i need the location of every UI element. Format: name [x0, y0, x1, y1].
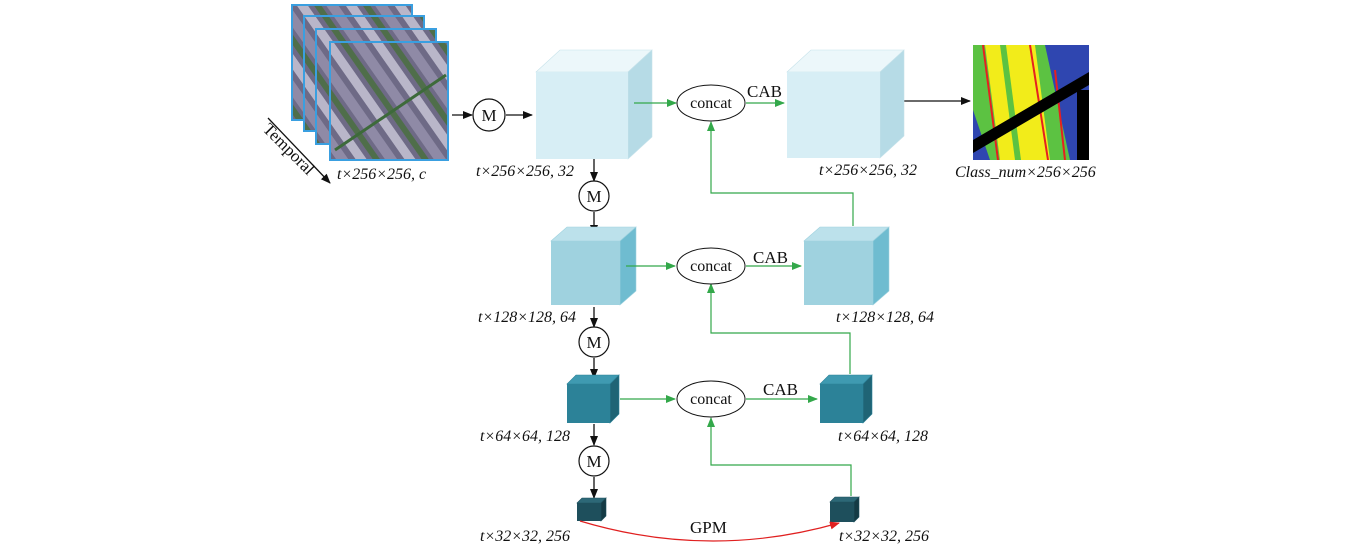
maxpool-op-input: M — [472, 98, 506, 132]
decoder-level1-dims: t×256×256, 32 — [819, 162, 917, 179]
svg-text:M: M — [586, 333, 601, 352]
decoder-cube-level4 — [829, 496, 860, 523]
decoder-cube-level2 — [803, 226, 890, 306]
encoder-level3-dims: t×64×64, 128 — [480, 428, 570, 445]
encoder-cube-level1 — [535, 49, 653, 160]
svg-text:concat: concat — [690, 95, 732, 112]
input-image-stack — [291, 4, 449, 161]
encoder-cube-level4 — [576, 497, 607, 522]
gpm-arrow — [579, 520, 840, 542]
encoder-cube-level3 — [566, 374, 620, 424]
cab-label-level3: CAB — [763, 380, 798, 399]
concat-op-level1: concat — [676, 84, 746, 122]
decoder-cube-level3 — [819, 374, 873, 424]
output-segmentation-map — [973, 45, 1089, 160]
encoder-level2-dims: t×128×128, 64 — [478, 309, 576, 326]
output-dims-label: Class_num×256×256 — [955, 164, 1096, 181]
decoder-cube-level1 — [786, 49, 905, 159]
cab-label-level2: CAB — [753, 248, 788, 267]
svg-text:concat: concat — [690, 258, 732, 275]
svg-text:M: M — [586, 187, 601, 206]
svg-text:concat: concat — [690, 391, 732, 408]
encoder-cube-level2 — [550, 226, 637, 306]
concat-op-level2: concat — [676, 247, 746, 285]
maxpool-op-1: M — [578, 180, 610, 212]
decoder-level2-dims: t×128×128, 64 — [836, 309, 934, 326]
input-dims-label: t×256×256, c — [337, 166, 426, 183]
skip-arrows — [620, 99, 854, 496]
decoder-level3-dims: t×64×64, 128 — [838, 428, 928, 445]
svg-text:M: M — [586, 452, 601, 471]
cab-label-level1: CAB — [747, 82, 782, 101]
maxpool-op-2: M — [578, 326, 610, 358]
decoder-level4-dims: t×32×32, 256 — [839, 528, 929, 545]
maxpool-op-3: M — [578, 445, 610, 477]
flow-arrows — [452, 97, 971, 499]
encoder-level4-dims: t×32×32, 256 — [480, 528, 570, 545]
concat-op-level3: concat — [676, 380, 746, 418]
encoder-level1-dims: t×256×256, 32 — [476, 163, 574, 180]
svg-text:M: M — [481, 106, 496, 125]
gpm-label: GPM — [690, 518, 727, 537]
